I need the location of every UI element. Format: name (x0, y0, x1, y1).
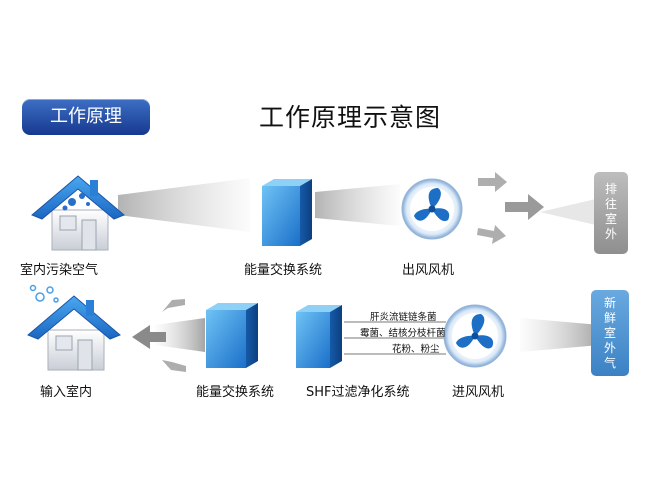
energy-exchanger-cube-icon (206, 303, 258, 368)
exhaust-fan-label: 出风风机 (402, 263, 455, 278)
flow-stream (540, 198, 600, 226)
input-indoor-label: 输入室内 (40, 385, 93, 400)
filter-item: 霉菌、结核分枝杆菌 (360, 328, 446, 339)
inlet-box (591, 290, 629, 376)
filter-item: 花粉、粉尘 (392, 344, 440, 355)
filter-item: 肝炎流链链条菌 (370, 312, 437, 323)
shf-filter-cube-icon (296, 305, 342, 368)
bottom-exchanger-label: 能量交换系统 (196, 385, 275, 400)
outlet-box-text: 排往室外 (604, 182, 617, 241)
energy-exchanger-cube-icon (262, 179, 312, 246)
filter-lines (344, 321, 446, 355)
outlet-box (594, 172, 628, 254)
top-exchanger-label: 能量交换系统 (244, 263, 323, 278)
input-house-icon (27, 284, 121, 371)
exhaust-fan-icon (401, 178, 463, 240)
flow-stream (118, 178, 250, 232)
shf-filter-label: SHF过滤净化系统 (306, 385, 410, 400)
inlet-box-text: 新鲜室外气 (603, 296, 616, 370)
flow-stream (315, 184, 400, 226)
flow-stream (155, 318, 205, 352)
exhaust-arrow-icons (477, 172, 544, 244)
intake-fan-icon (443, 304, 507, 368)
section-badge: 工作原理 (22, 99, 150, 135)
page-title: 工作原理示意图 (258, 103, 441, 132)
indoor-polluted-air-label: 室内污染空气 (20, 263, 99, 278)
indoor-house-icon (31, 175, 125, 251)
intake-fan-label: 进风风机 (452, 385, 505, 400)
flow-stream (520, 318, 600, 352)
intake-arrow-icons (132, 299, 186, 372)
